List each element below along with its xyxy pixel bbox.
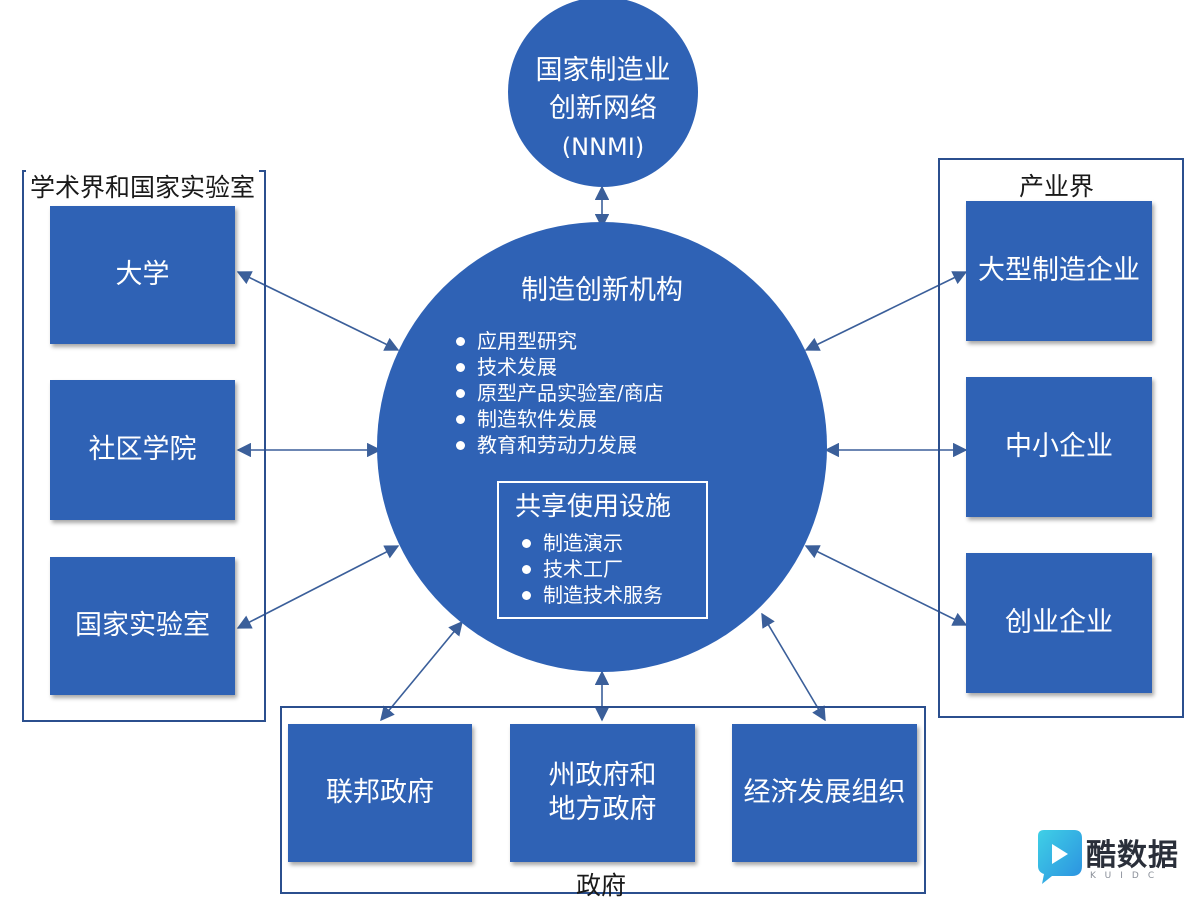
node-state-local-government: 州政府和 地方政府 bbox=[510, 724, 695, 862]
shared-facilities-title: 共享使用设施 bbox=[515, 492, 672, 522]
nnmi-line-3: (NNMI) bbox=[561, 133, 645, 161]
watermark-subtext: KUIDC bbox=[1090, 871, 1164, 881]
hub-circle bbox=[377, 222, 827, 672]
government-group-title: 政府 bbox=[576, 871, 627, 900]
bullet-dot-icon bbox=[522, 564, 531, 574]
shared-facilities-box bbox=[497, 481, 708, 619]
node-state-local-line-1: 州政府和 bbox=[548, 760, 657, 791]
shared-bullet: 制造演示 bbox=[522, 530, 663, 556]
node-economic-development: 经济发展组织 bbox=[732, 724, 917, 862]
academia-group-title: 学术界和国家实验室 bbox=[26, 168, 260, 204]
bullet-dot-icon bbox=[456, 362, 465, 372]
arrow-hub-federal bbox=[380, 620, 463, 722]
node-community-college: 社区学院 bbox=[50, 380, 235, 520]
hub-bullet: 教育和劳动力发展 bbox=[456, 432, 664, 458]
hub-bullet: 技术发展 bbox=[456, 354, 664, 380]
nnmi-circle bbox=[508, 0, 698, 187]
government-group-frame bbox=[280, 706, 926, 894]
node-community-college-label: 社区学院 bbox=[88, 434, 197, 465]
industry-group-title: 产业界 bbox=[1015, 167, 1099, 203]
watermark-text: 酷数据 bbox=[1086, 838, 1179, 873]
hub-bullet: 原型产品实验室/商店 bbox=[456, 380, 664, 406]
node-economic-development-label: 经济发展组织 bbox=[743, 777, 906, 808]
node-national-lab-label: 国家实验室 bbox=[75, 610, 210, 641]
hub-title: 制造创新机构 bbox=[521, 275, 683, 306]
node-large-enterprise: 大型制造企业 bbox=[966, 201, 1152, 341]
hub-bullet: 应用型研究 bbox=[456, 328, 664, 354]
arrow-hub-economic bbox=[761, 612, 826, 722]
node-startup: 创业企业 bbox=[966, 553, 1152, 693]
node-federal-government: 联邦政府 bbox=[288, 724, 472, 862]
bullet-dot-icon bbox=[456, 336, 465, 346]
bullet-dot-icon bbox=[522, 590, 531, 600]
bullet-dot-icon bbox=[456, 440, 465, 450]
shared-bullet-list: 制造演示 技术工厂 制造技术服务 bbox=[522, 530, 663, 608]
shared-bullet: 制造技术服务 bbox=[522, 582, 663, 608]
node-university: 大学 bbox=[50, 206, 235, 344]
nnmi-line-1: 国家制造业 bbox=[535, 55, 671, 86]
industry-group-frame bbox=[938, 158, 1184, 718]
node-national-lab: 国家实验室 bbox=[50, 557, 235, 695]
node-startup-label: 创业企业 bbox=[1005, 607, 1113, 638]
watermark-logo-icon bbox=[1038, 830, 1082, 884]
node-federal-government-label: 联邦政府 bbox=[326, 777, 434, 808]
nnmi-line-2: 创新网络 bbox=[549, 93, 657, 124]
bullet-dot-icon bbox=[456, 388, 465, 398]
node-sme: 中小企业 bbox=[966, 377, 1152, 517]
bullet-dot-icon bbox=[522, 538, 531, 548]
nnmi-label: 国家制造业 创新网络 (NNMI) bbox=[508, 52, 698, 166]
node-state-local-line-2: 地方政府 bbox=[548, 794, 657, 825]
hub-bullet-list: 应用型研究 技术发展 原型产品实验室/商店 制造软件发展 教育和劳动力发展 bbox=[456, 328, 664, 458]
node-university-label: 大学 bbox=[115, 259, 170, 290]
shared-bullet: 技术工厂 bbox=[522, 556, 663, 582]
hub-bullet: 制造软件发展 bbox=[456, 406, 664, 432]
node-large-enterprise-label: 大型制造企业 bbox=[978, 255, 1140, 286]
bullet-dot-icon bbox=[456, 414, 465, 424]
node-sme-label: 中小企业 bbox=[1005, 431, 1113, 462]
